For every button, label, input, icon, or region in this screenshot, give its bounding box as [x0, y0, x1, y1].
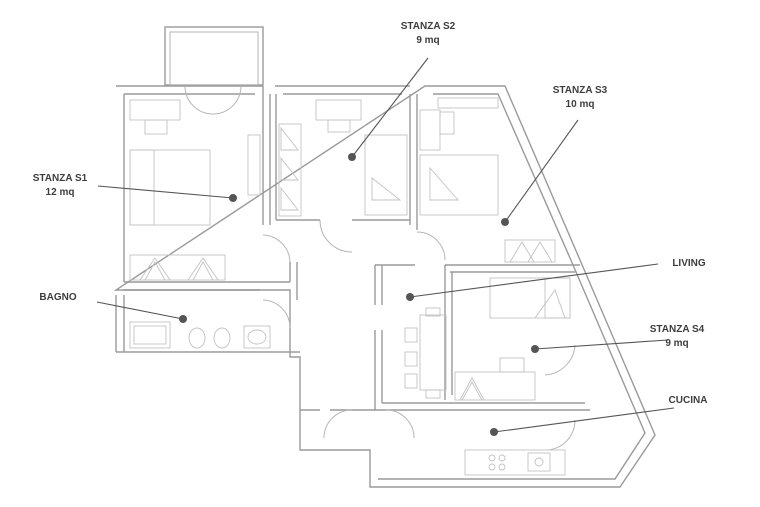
room-leaders	[96, 57, 675, 436]
living-name: LIVING	[672, 258, 706, 269]
stanza-s4-name: STANZA S4	[649, 324, 705, 335]
stanza-s4-area: 9 mq	[665, 338, 689, 349]
stanza-s3-area: 10 mq	[565, 99, 595, 110]
stanza-s1-area: 12 mq	[45, 187, 75, 198]
stanza-s2-area: 9 mq	[416, 35, 440, 46]
furniture-stanza-s3	[419, 97, 556, 263]
stanza-s2-name: STANZA S2	[400, 21, 456, 32]
cucina-name: CUCINA	[668, 395, 708, 406]
furniture-stanza-s4	[454, 277, 571, 401]
bagno-name: BAGNO	[39, 292, 77, 303]
label-stanza-s3: STANZA S3 10 mq	[545, 84, 615, 112]
stanza-s4-marker	[531, 345, 539, 353]
label-stanza-s2: STANZA S2 9 mq	[393, 20, 463, 48]
furniture-stanza-s2	[278, 99, 408, 217]
furniture-living	[404, 307, 447, 399]
outer-walls	[113, 85, 656, 488]
label-bagno: BAGNO	[28, 291, 88, 305]
door-swings	[184, 85, 576, 451]
furniture-cucina	[464, 449, 566, 476]
stanza-s3-name: STANZA S3	[552, 85, 608, 96]
label-living: LIVING	[664, 257, 714, 271]
stanza-s2-marker	[348, 153, 356, 161]
interior-walls	[124, 86, 590, 411]
living-marker	[406, 293, 414, 301]
furniture-stanza-s1	[129, 99, 261, 281]
stanza-s1-marker	[229, 194, 237, 202]
label-cucina: CUCINA	[662, 394, 714, 408]
label-stanza-s4: STANZA S4 9 mq	[642, 323, 712, 351]
balcony	[164, 26, 264, 86]
stanza-s1-name: STANZA S1	[32, 173, 88, 184]
label-stanza-s1: STANZA S1 12 mq	[30, 172, 90, 200]
bagno-marker	[179, 315, 187, 323]
furniture-bagno	[129, 321, 271, 349]
cucina-marker	[490, 428, 498, 436]
stanza-s3-marker	[501, 218, 509, 226]
